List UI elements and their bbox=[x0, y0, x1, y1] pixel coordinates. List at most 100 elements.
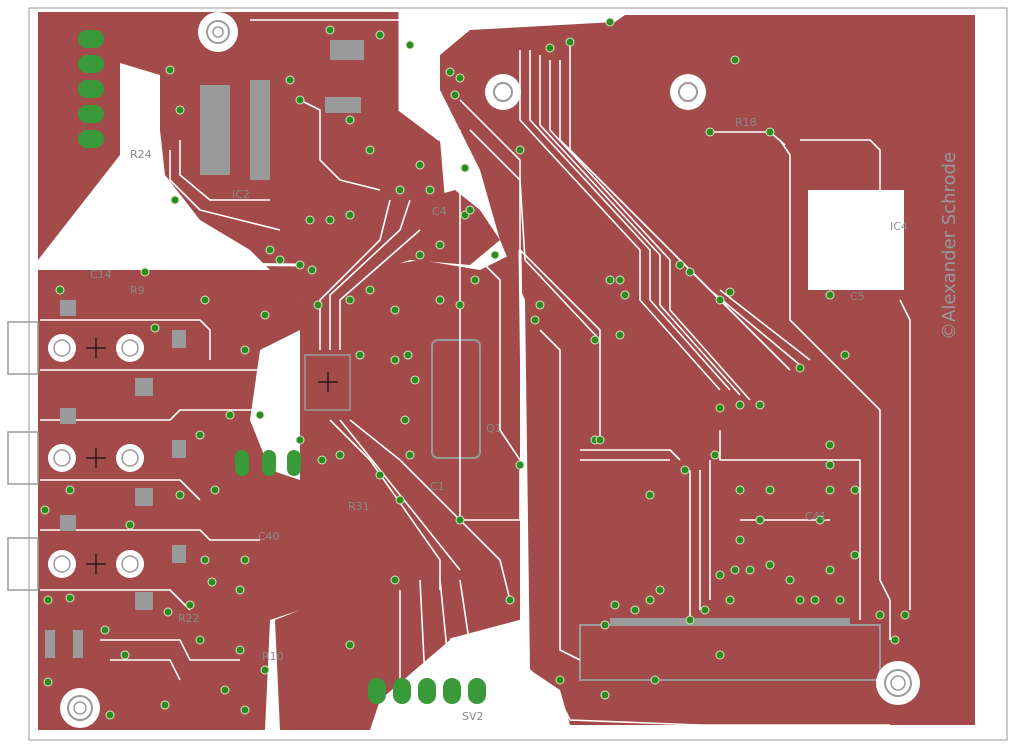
via bbox=[850, 485, 860, 495]
via bbox=[295, 435, 305, 445]
trace-left-1 bbox=[40, 319, 211, 360]
via bbox=[825, 460, 835, 470]
crystal-outline bbox=[431, 339, 481, 459]
jack-2 bbox=[7, 431, 144, 485]
label-c40: C40 bbox=[258, 530, 280, 543]
via bbox=[403, 350, 413, 360]
via bbox=[295, 260, 305, 270]
via bbox=[715, 403, 725, 413]
via bbox=[65, 593, 75, 603]
via bbox=[325, 25, 335, 35]
via bbox=[345, 640, 355, 650]
via bbox=[395, 185, 405, 195]
via bbox=[650, 675, 660, 685]
mount-hole-top-left bbox=[198, 12, 238, 52]
via bbox=[170, 195, 180, 205]
via bbox=[700, 605, 710, 615]
trace-bottom-bus bbox=[399, 579, 476, 681]
trace-right-loop bbox=[800, 139, 881, 190]
copper-center-upper bbox=[410, 190, 500, 265]
label-c5: C5 bbox=[850, 290, 865, 303]
copper-center bbox=[275, 250, 520, 730]
via bbox=[675, 260, 685, 270]
via bbox=[810, 595, 820, 605]
via bbox=[160, 700, 170, 710]
label-c14: C14 bbox=[90, 268, 112, 281]
via bbox=[100, 625, 110, 635]
via bbox=[465, 205, 475, 215]
trace-right-long bbox=[539, 329, 581, 661]
via bbox=[645, 595, 655, 605]
via bbox=[630, 605, 640, 615]
via bbox=[705, 127, 715, 137]
via bbox=[345, 115, 355, 125]
trace-horizontal-1 bbox=[580, 449, 681, 461]
via bbox=[610, 600, 620, 610]
via bbox=[163, 607, 173, 617]
via bbox=[355, 350, 365, 360]
via bbox=[815, 515, 825, 525]
trace-left-7 bbox=[100, 639, 240, 661]
via bbox=[825, 485, 835, 495]
via bbox=[200, 295, 210, 305]
via bbox=[390, 305, 400, 315]
trace-side-2 bbox=[719, 430, 861, 620]
via bbox=[185, 600, 195, 610]
via bbox=[220, 685, 230, 695]
via bbox=[207, 577, 217, 587]
via bbox=[595, 435, 605, 445]
label-r31: R31 bbox=[348, 500, 370, 513]
via bbox=[405, 40, 415, 50]
via bbox=[365, 145, 375, 155]
via bbox=[765, 560, 775, 570]
via bbox=[735, 535, 745, 545]
via bbox=[140, 267, 150, 277]
via bbox=[735, 485, 745, 495]
audio-jacks bbox=[7, 321, 144, 591]
trace-bus-4 bbox=[549, 60, 751, 401]
jack-3 bbox=[7, 537, 144, 591]
via bbox=[425, 185, 435, 195]
vias bbox=[40, 17, 910, 720]
trace-bus-6 bbox=[569, 45, 791, 371]
via bbox=[530, 315, 540, 325]
via bbox=[435, 295, 445, 305]
connector-pins bbox=[610, 618, 850, 626]
via bbox=[240, 555, 250, 565]
via bbox=[307, 265, 317, 275]
clearance-ic4 bbox=[808, 190, 904, 290]
via bbox=[260, 665, 270, 675]
mount-hole-top-right bbox=[670, 74, 706, 110]
via bbox=[460, 163, 470, 173]
trace-cluster bbox=[689, 460, 711, 620]
via bbox=[345, 210, 355, 220]
via bbox=[600, 620, 610, 630]
trace-left-6 bbox=[40, 589, 191, 611]
via bbox=[890, 635, 900, 645]
via bbox=[43, 677, 53, 687]
via bbox=[850, 550, 860, 560]
via bbox=[405, 450, 415, 460]
via bbox=[43, 595, 53, 605]
mount-hole-bottom-left bbox=[60, 688, 100, 728]
mount-hole-top-center bbox=[485, 74, 521, 110]
via bbox=[195, 430, 205, 440]
label-r22: R22 bbox=[178, 612, 200, 625]
via bbox=[305, 215, 315, 225]
via bbox=[765, 127, 775, 137]
via bbox=[515, 145, 525, 155]
trace-right-vertical bbox=[779, 139, 891, 640]
via bbox=[680, 465, 690, 475]
trace-center-vert bbox=[459, 130, 521, 521]
via bbox=[395, 495, 405, 505]
via bbox=[415, 250, 425, 260]
trace-left-3 bbox=[40, 409, 260, 421]
via bbox=[175, 490, 185, 500]
via bbox=[175, 105, 185, 115]
label-c1: C1 bbox=[430, 480, 445, 493]
via bbox=[735, 400, 745, 410]
jack-1 bbox=[7, 321, 144, 375]
via bbox=[400, 415, 410, 425]
through-hole-pads bbox=[78, 30, 486, 704]
